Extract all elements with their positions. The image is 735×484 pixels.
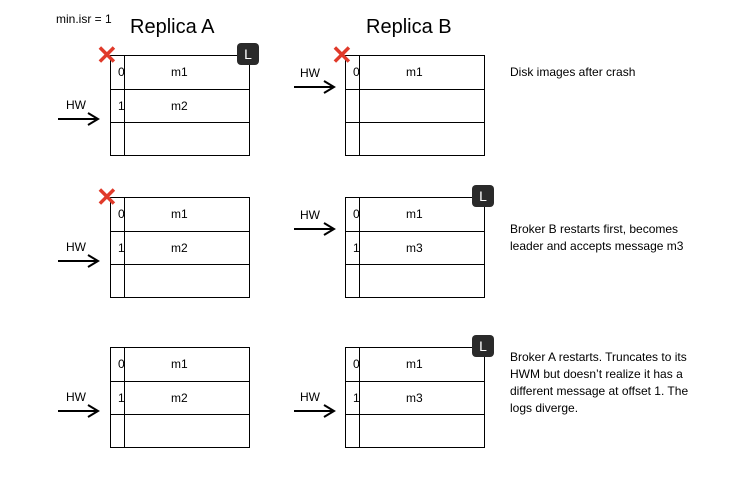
hw-label: HW (66, 98, 86, 112)
right-arrow-icon (58, 404, 100, 418)
replica-b-log-3: 0 m1 1 m3 (345, 347, 485, 448)
log-offset: 1 (118, 99, 125, 113)
log-offset: 0 (353, 207, 360, 221)
log-offset: 0 (353, 357, 360, 371)
replica-a-title: Replica A (130, 16, 215, 38)
log-offset: 1 (118, 241, 125, 255)
red-x-icon: ✕ (331, 40, 353, 70)
log-offset: 0 (353, 65, 360, 79)
log-message: m1 (406, 65, 423, 79)
right-arrow-icon (294, 80, 336, 94)
leader-badge-icon: L (472, 185, 494, 207)
log-message: m2 (171, 391, 188, 405)
min-isr-label: min.isr = 1 (56, 12, 112, 26)
log-message: m3 (406, 391, 423, 405)
right-arrow-icon (58, 112, 100, 126)
leader-badge-icon: L (237, 43, 259, 65)
log-message: m1 (171, 65, 188, 79)
log-offset: 1 (353, 391, 360, 405)
red-x-icon: ✕ (96, 40, 118, 70)
log-message: m1 (171, 357, 188, 371)
hw-label: HW (300, 390, 320, 404)
right-arrow-icon (294, 222, 336, 236)
replica-b-title: Replica B (366, 16, 452, 38)
log-offset: 1 (353, 241, 360, 255)
log-offset: 0 (118, 207, 125, 221)
log-message: m1 (406, 357, 423, 371)
log-message: m1 (406, 207, 423, 221)
log-offset: 0 (118, 65, 125, 79)
hw-label: HW (300, 208, 320, 222)
log-message: m1 (171, 207, 188, 221)
right-arrow-icon (58, 254, 100, 268)
log-message: m2 (171, 241, 188, 255)
log-offset: 0 (118, 357, 125, 371)
replica-b-log-2: 0 m1 1 m3 (345, 197, 485, 298)
log-message: m2 (171, 99, 188, 113)
log-offset: 1 (118, 391, 125, 405)
hw-label: HW (66, 390, 86, 404)
hw-label: HW (300, 66, 320, 80)
step-description: Disk images after crash (510, 65, 636, 79)
replica-a-log-3: 0 m1 1 m2 (110, 347, 250, 448)
leader-badge-icon: L (472, 335, 494, 357)
step-description: Broker B restarts first, becomes leader … (510, 222, 684, 253)
replica-a-log-2: 0 m1 1 m2 (110, 197, 250, 298)
red-x-icon: ✕ (96, 182, 118, 212)
replica-a-log-1: 0 m1 1 m2 (110, 55, 250, 156)
hw-label: HW (66, 240, 86, 254)
step-description: Broker A restarts. Truncates to its HWM … (510, 350, 689, 415)
right-arrow-icon (294, 404, 336, 418)
replica-b-log-1: 0 m1 (345, 55, 485, 156)
log-message: m3 (406, 241, 423, 255)
